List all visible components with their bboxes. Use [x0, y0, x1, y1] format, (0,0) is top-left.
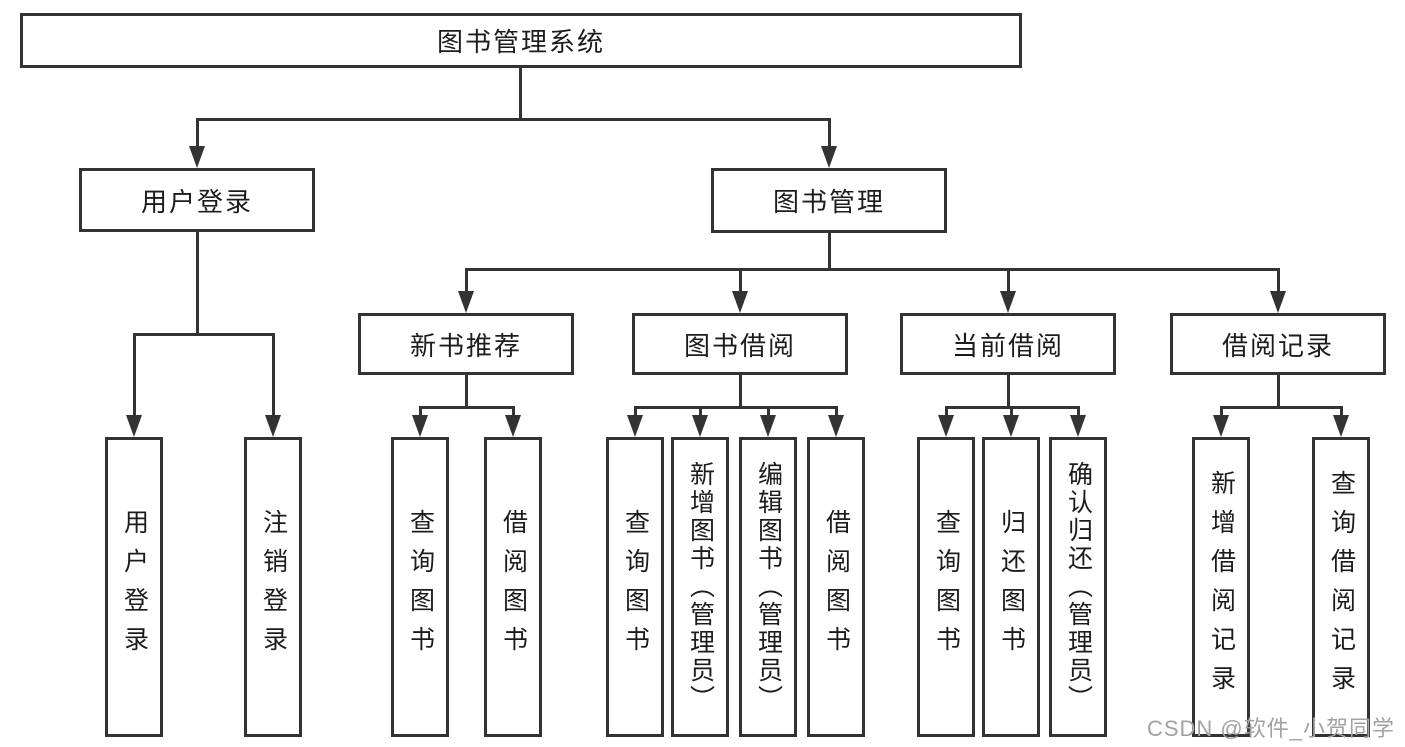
connector-drop-leaf: [272, 333, 275, 419]
connector-drop-leaf: [945, 406, 948, 420]
node-book-borrow-label: 图书借阅: [683, 330, 796, 361]
leaf-return-book: 归还图书: [982, 437, 1040, 737]
arrow-down-icon: [1270, 291, 1286, 313]
leaf-query-books-borrow: 查询图书: [606, 437, 664, 737]
connector-drop-level3: [1277, 268, 1280, 296]
csdn-watermark: CSDN @软件_小贺同学: [1146, 716, 1395, 741]
leaf-query-borrow-record-label: 查询借阅记录: [1327, 470, 1356, 704]
connector-book-management-stub: [828, 233, 831, 270]
connector-root-stub: [519, 68, 522, 120]
arrow-down-icon: [692, 415, 708, 437]
leaf-user-login: 用户登录: [105, 437, 163, 737]
connector-drop-level3: [739, 268, 742, 296]
arrow-down-icon: [1070, 415, 1086, 437]
arrow-down-icon: [760, 415, 776, 437]
leaf-add-borrow-record-label: 新增借阅记录: [1207, 470, 1236, 704]
connector-book-borrow-stub: [739, 375, 742, 408]
connector-drop-leaf: [1077, 406, 1080, 420]
node-new-book-recommend-label: 新书推荐: [409, 330, 522, 361]
connector-drop-leaf: [1220, 406, 1223, 420]
leaf-query-books-borrow-label: 查询图书: [621, 509, 650, 665]
connector-drop-leaf: [634, 406, 637, 420]
node-book-management: 图书管理: [711, 168, 947, 233]
connector-drop-leaf: [1340, 406, 1343, 420]
connector-drop-leaf: [512, 406, 515, 420]
arrow-down-icon: [1213, 415, 1229, 437]
leaf-logout: 注销登录: [244, 437, 302, 737]
node-user-login-label: 用户登录: [140, 186, 253, 217]
leaf-borrow-books-label: 借阅图书: [822, 509, 851, 665]
leaf-confirm-return-admin-label: 确认归还（管理员）: [1064, 461, 1093, 713]
leaf-edit-book-admin-label: 编辑图书（管理员）: [754, 461, 783, 713]
node-user-login: 用户登录: [79, 168, 315, 232]
node-borrow-record-label: 借阅记录: [1221, 330, 1334, 361]
arrow-down-icon: [627, 415, 643, 437]
connector-borrow-record-stub: [1277, 375, 1280, 408]
connector-drop-leaf: [699, 406, 702, 420]
node-current-borrow-label: 当前借阅: [951, 330, 1064, 361]
node-library-system-label: 图书管理系统: [436, 27, 605, 57]
connector-borrow-record-split: [1220, 406, 1343, 409]
connector-book-borrow-split: [634, 406, 838, 409]
leaf-user-login-label: 用户登录: [120, 509, 149, 665]
connector-user-login-split: [133, 333, 274, 336]
node-borrow-record: 借阅记录: [1170, 313, 1386, 375]
connector-new-book-split: [419, 406, 515, 409]
arrow-down-icon: [189, 146, 205, 168]
connector-drop-book-management: [828, 118, 831, 152]
leaf-borrow-books: 借阅图书: [807, 437, 865, 737]
arrow-down-icon: [1000, 291, 1016, 313]
node-new-book-recommend: 新书推荐: [358, 313, 574, 375]
leaf-add-borrow-record: 新增借阅记录: [1192, 437, 1250, 737]
leaf-query-books-current-label: 查询图书: [932, 509, 961, 665]
arrow-down-icon: [828, 415, 844, 437]
node-current-borrow: 当前借阅: [900, 313, 1116, 375]
connector-level3-split: [465, 268, 1280, 271]
leaf-borrow-books-recommend-label: 借阅图书: [499, 509, 528, 665]
connector-level2-split: [196, 118, 831, 121]
leaf-borrow-books-recommend: 借阅图书: [484, 437, 542, 737]
connector-drop-leaf: [767, 406, 770, 420]
connector-drop-leaf: [835, 406, 838, 420]
connector-drop-leaf: [419, 406, 422, 420]
connector-drop-leaf: [1010, 406, 1013, 420]
arrow-down-icon: [412, 415, 428, 437]
node-library-system: 图书管理系统: [20, 13, 1022, 68]
connector-user-login-stub: [196, 232, 199, 335]
leaf-confirm-return-admin: 确认归还（管理员）: [1049, 437, 1107, 737]
leaf-add-book-admin-label: 新增图书（管理员）: [686, 461, 715, 713]
connector-drop-level3: [465, 268, 468, 296]
connector-drop-leaf: [133, 333, 136, 419]
connector-current-borrow-stub: [1007, 375, 1010, 408]
arrow-down-icon: [938, 415, 954, 437]
leaf-query-books-current: 查询图书: [917, 437, 975, 737]
leaf-query-borrow-record: 查询借阅记录: [1312, 437, 1370, 737]
leaf-query-books-recommend-label: 查询图书: [406, 509, 435, 665]
leaf-query-books-recommend: 查询图书: [391, 437, 449, 737]
arrow-down-icon: [265, 415, 281, 437]
leaf-logout-label: 注销登录: [259, 509, 288, 665]
arrow-down-icon: [821, 146, 837, 168]
leaf-add-book-admin: 新增图书（管理员）: [671, 437, 729, 737]
connector-drop-user-login: [196, 118, 199, 152]
leaf-return-book-label: 归还图书: [997, 509, 1026, 665]
arrow-down-icon: [1333, 415, 1349, 437]
arrow-down-icon: [732, 291, 748, 313]
leaf-edit-book-admin: 编辑图书（管理员）: [739, 437, 797, 737]
arrow-down-icon: [1003, 415, 1019, 437]
connector-drop-level3: [1007, 268, 1010, 296]
node-book-borrow: 图书借阅: [632, 313, 848, 375]
arrow-down-icon: [126, 415, 142, 437]
connector-new-book-stub: [465, 375, 468, 408]
arrow-down-icon: [505, 415, 521, 437]
arrow-down-icon: [458, 291, 474, 313]
node-book-management-label: 图书管理: [772, 187, 885, 217]
